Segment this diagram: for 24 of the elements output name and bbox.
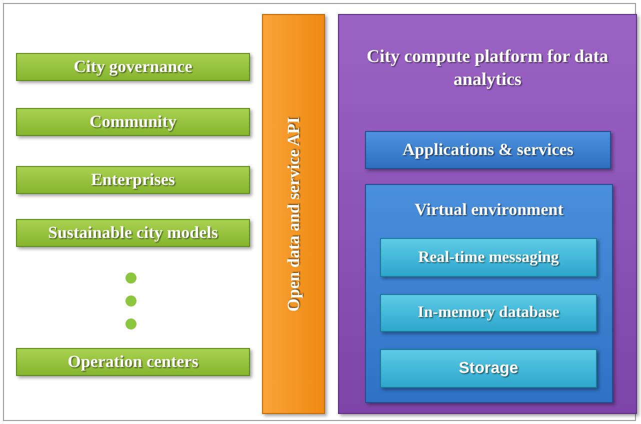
category-box (16, 108, 250, 136)
layer-panel (365, 184, 613, 403)
bar-label: Open data and service API (284, 116, 304, 312)
box-label: Storage (458, 360, 518, 378)
platform-panel (338, 14, 637, 414)
layer-box (365, 131, 611, 169)
category-box (16, 166, 250, 194)
box-label: Applications & services (402, 140, 574, 160)
box-label: Operation centers (68, 352, 198, 372)
category-box (16, 53, 250, 81)
box-label: Real-time messaging (418, 248, 559, 266)
box-label: Enterprises (90, 170, 176, 190)
box-label: City governance (74, 57, 192, 77)
layer-box (380, 238, 597, 277)
layer-box (380, 349, 597, 388)
panel-title: Virtual environment (414, 199, 564, 221)
box-label: Community (90, 112, 176, 132)
category-box (16, 219, 250, 247)
api-layer-bar (262, 14, 325, 414)
category-box (16, 348, 250, 376)
panel-title: City compute platform for data analytics (366, 45, 610, 92)
layer-box (380, 294, 597, 332)
box-label: In-memory database (418, 304, 560, 322)
box-label: Sustainable city models (48, 223, 218, 243)
